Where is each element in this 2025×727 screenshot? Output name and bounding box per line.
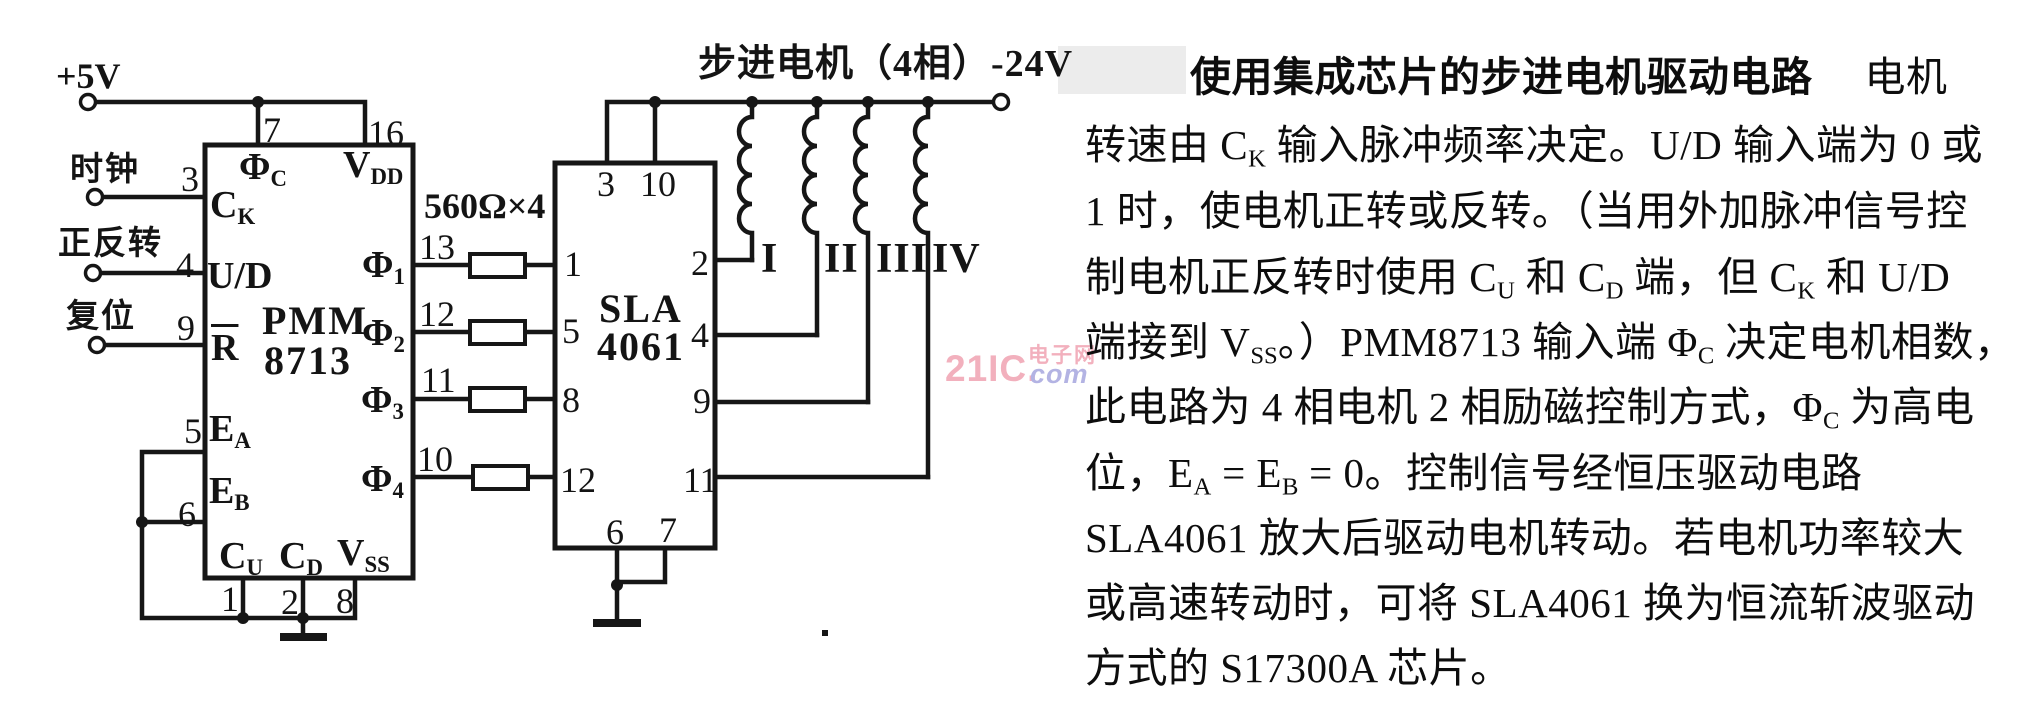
phi4-signal-label: Φ4 — [361, 458, 404, 503]
sla-chip-name-line1: SLA — [599, 286, 683, 331]
ud-signal-label: U/D — [207, 255, 273, 297]
motor-rail-label: 步进电机（4相）-24V — [698, 43, 1074, 85]
pmm-pin12-number: 12 — [419, 294, 455, 334]
motor-coil-2 — [801, 99, 820, 338]
pmm-pin2-number: 2 — [281, 582, 299, 622]
cd-signal-label: CD — [279, 535, 323, 580]
sla-pin3-number: 3 — [597, 164, 615, 204]
resistor-2 — [468, 319, 527, 346]
pmm-pin5-number: 5 — [184, 411, 202, 451]
text-line: 1 时，使电机正转或反转。（当用外加脉冲信号控 — [1085, 188, 1968, 234]
phic-signal-label: ΦC — [239, 146, 287, 191]
pmm-pin7-number: 7 — [263, 110, 281, 150]
text-line: 位，EA = EB = 0。控制信号经恒压驱动电路 — [1085, 450, 1863, 501]
sla-pin12-number: 12 — [560, 460, 596, 500]
sla-pin2-number: 2 — [691, 243, 709, 283]
phi1-signal-label: Φ1 — [362, 244, 405, 289]
coil-label-3: III — [876, 236, 929, 282]
motor-coil-3 — [852, 99, 871, 405]
sla-pin6-number: 6 — [606, 512, 624, 552]
motor-coil-1 — [736, 99, 755, 263]
pmm-pin8-number: 8 — [336, 581, 354, 621]
watermark-21ic-logo: 21IC. — [945, 348, 1039, 389]
terminal-reset — [87, 335, 107, 355]
ck-signal-label: CK — [210, 184, 256, 229]
pmm-chip-name-line1: PMM — [262, 298, 368, 343]
text-line: 或高速转动时，可将 SLA4061 换为恒流斩波驱动 — [1085, 580, 1975, 626]
text-line: 转速由 CK 输入脉冲频率决定。U/D 输入端为 0 或 — [1085, 122, 1983, 173]
sla-pin7-number: 7 — [659, 510, 677, 550]
supply-voltage-label: +5V — [56, 56, 121, 96]
terminal-direction — [83, 263, 103, 283]
pmm-pin4-number: 4 — [176, 245, 194, 285]
resistor-4 — [471, 464, 530, 491]
text-line: 此电路为 4 相电机 2 相励磁控制方式，ΦC 为高电 — [1085, 384, 1975, 435]
pmm8713-chip-body — [202, 142, 416, 581]
coil-label-1: I — [761, 236, 779, 282]
sla4061-chip-body — [552, 160, 718, 551]
pmm-pin3-number: 3 — [181, 159, 199, 199]
pmm-chip-name-line2: 8713 — [264, 338, 352, 383]
text-line: 端接到 VSS。）PMM8713 输入端 ΦC 决定电机相数， — [1085, 319, 2016, 370]
vss-signal-label: VSS — [337, 532, 390, 577]
phi2-signal-label: Φ2 — [362, 312, 405, 357]
coil-label-2: II — [824, 236, 859, 282]
resistor-group-label: 560Ω×4 — [424, 186, 546, 226]
stray-ink-dot — [822, 630, 828, 636]
pmm-pin16-number: 16 — [368, 113, 404, 153]
watermark-com-suffix: com — [1030, 359, 1089, 389]
text-line: SLA4061 放大后驱动电机转动。若电机功率较大 — [1085, 515, 1965, 561]
terminal-24v — [991, 92, 1011, 112]
pmm-pin9-number: 9 — [177, 308, 195, 348]
direction-input-label: 正反转 — [58, 226, 163, 262]
terminal-clock — [85, 187, 105, 207]
phi3-signal-label: Φ3 — [361, 379, 404, 424]
eb-signal-label: EB — [209, 470, 250, 515]
junction-dots — [136, 96, 934, 636]
coil-label-4: IV — [932, 236, 981, 282]
pmm-pin13-number: 13 — [419, 227, 455, 267]
pmm-pin11-number: 11 — [421, 360, 456, 400]
resistor-3 — [468, 386, 527, 413]
ea-signal-label: EA — [209, 408, 251, 453]
resistor-1 — [468, 252, 527, 279]
pmm-pin6-number: 6 — [178, 494, 196, 534]
vdd-signal-label: VDD — [343, 144, 404, 189]
text-line: 方式的 S17300A 芯片。 — [1085, 645, 1512, 691]
text-line: 制电机正反转时使用 CU 和 CD 端，但 CK 和 U/D — [1085, 254, 1951, 305]
watermark-cn-text: 电子网 — [1028, 344, 1097, 367]
sla-pin1-number: 1 — [564, 244, 582, 284]
sla-pin9-number: 9 — [693, 381, 711, 421]
sla-chip-name-line2: 4061 — [597, 324, 685, 369]
reset-signal-label: R — [211, 327, 239, 369]
scan-artifact — [1058, 46, 1186, 94]
motor-coil-4 — [912, 99, 931, 480]
sla-pin4-number: 4 — [691, 315, 709, 355]
sla-pin10-number: 10 — [640, 164, 676, 204]
article-title-line: 使用集成芯片的步进电机驱动电路电机 — [1190, 54, 1948, 100]
terminal-plus5v — [78, 92, 98, 112]
pmm-pin1-number: 1 — [221, 579, 239, 619]
sla-pin5-number: 5 — [562, 311, 580, 351]
pmm-pin10-number: 10 — [417, 439, 453, 479]
clock-input-label: 时钟 — [70, 152, 140, 188]
sla-pin11-number: 11 — [683, 460, 718, 500]
reset-input-label: 复位 — [66, 299, 136, 335]
cu-signal-label: CU — [219, 535, 263, 580]
sla-pin8-number: 8 — [562, 380, 580, 420]
